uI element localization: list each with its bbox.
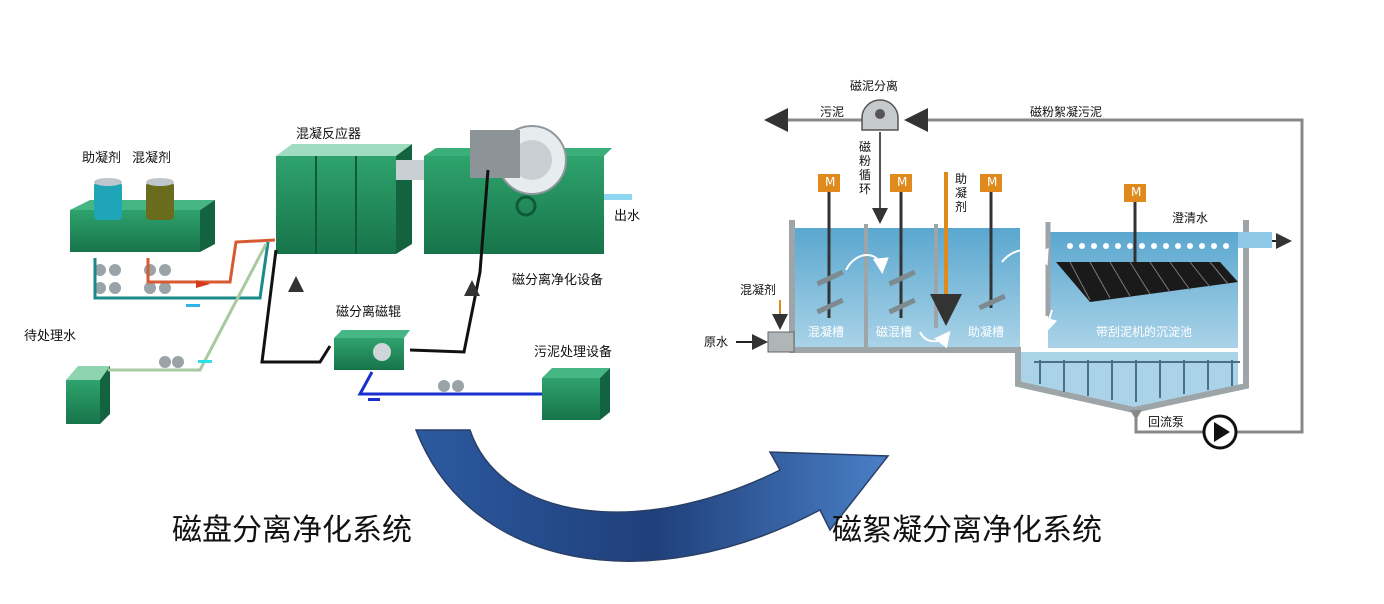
- scraper-ribs: [1034, 360, 1240, 402]
- transition-arrow: [414, 429, 890, 562]
- label-coagulant-dose: 混凝剂: [740, 283, 777, 297]
- mixer-3: [978, 174, 1006, 311]
- mixer-1: [816, 174, 844, 318]
- label-tank-coagulation: 混凝槽: [808, 325, 845, 339]
- scraper-motor: [1124, 184, 1146, 262]
- dosing-platform: [70, 178, 215, 252]
- magnetic-sludge-separator: [861, 99, 899, 131]
- aeration-dots: [1067, 243, 1229, 249]
- label-raw-water: 待处理水: [24, 329, 77, 344]
- inclined-plates: [1056, 261, 1238, 302]
- motor-2-label: M: [897, 175, 908, 189]
- label-coagulant-aid: 助凝剂: [82, 151, 122, 166]
- motor-1-label: M: [825, 175, 836, 189]
- mixer-2: [888, 174, 916, 318]
- label-tank-coag-aid: 助凝槽: [968, 325, 1005, 339]
- left-system-title: 磁盘分离净化系统: [172, 513, 412, 548]
- label-return-pump: 回流泵: [1148, 415, 1185, 429]
- label-sludge-equipment: 污泥处理设备: [534, 345, 613, 360]
- roller-unit: [334, 330, 410, 370]
- label-coag-aid-dose: 助凝剂: [954, 172, 967, 214]
- label-sludge-separation: 磁泥分离: [850, 79, 899, 93]
- right-system-title: 磁絮凝分离净化系统: [832, 513, 1102, 548]
- label-coagulant: 混凝剂: [132, 151, 172, 166]
- dosing-pumps: [94, 264, 171, 294]
- magnetic-separator: [424, 125, 632, 254]
- label-mag-recycle: 磁粉循环: [858, 140, 871, 196]
- sludge-treatment-equipment: [542, 368, 610, 420]
- label-raw-water-right: 原水: [704, 335, 729, 349]
- motor-4-label: M: [1131, 185, 1142, 199]
- label-sludge: 污泥: [820, 105, 845, 119]
- label-magnetic-separator: 磁分离净化设备: [512, 273, 604, 288]
- label-magnetic-roller: 磁分离磁辊: [336, 305, 402, 320]
- motor-3-label: M: [987, 175, 998, 189]
- label-tank-magnetic-mix: 磁混槽: [876, 325, 913, 339]
- raw-water-tank: [66, 366, 110, 424]
- return-pump-symbol: [1202, 414, 1238, 450]
- coagulation-reactor: [276, 144, 430, 254]
- label-clear-water: 澄清水: [1172, 211, 1209, 225]
- label-mag-floc-sludge: 磁粉絮凝污泥: [1030, 105, 1103, 119]
- label-clarifier: 带刮泥机的沉淀池: [1096, 325, 1193, 339]
- label-reactor: 混凝反应器: [296, 127, 362, 142]
- label-outlet: 出水: [614, 209, 641, 224]
- treatment-tank: [767, 220, 1272, 414]
